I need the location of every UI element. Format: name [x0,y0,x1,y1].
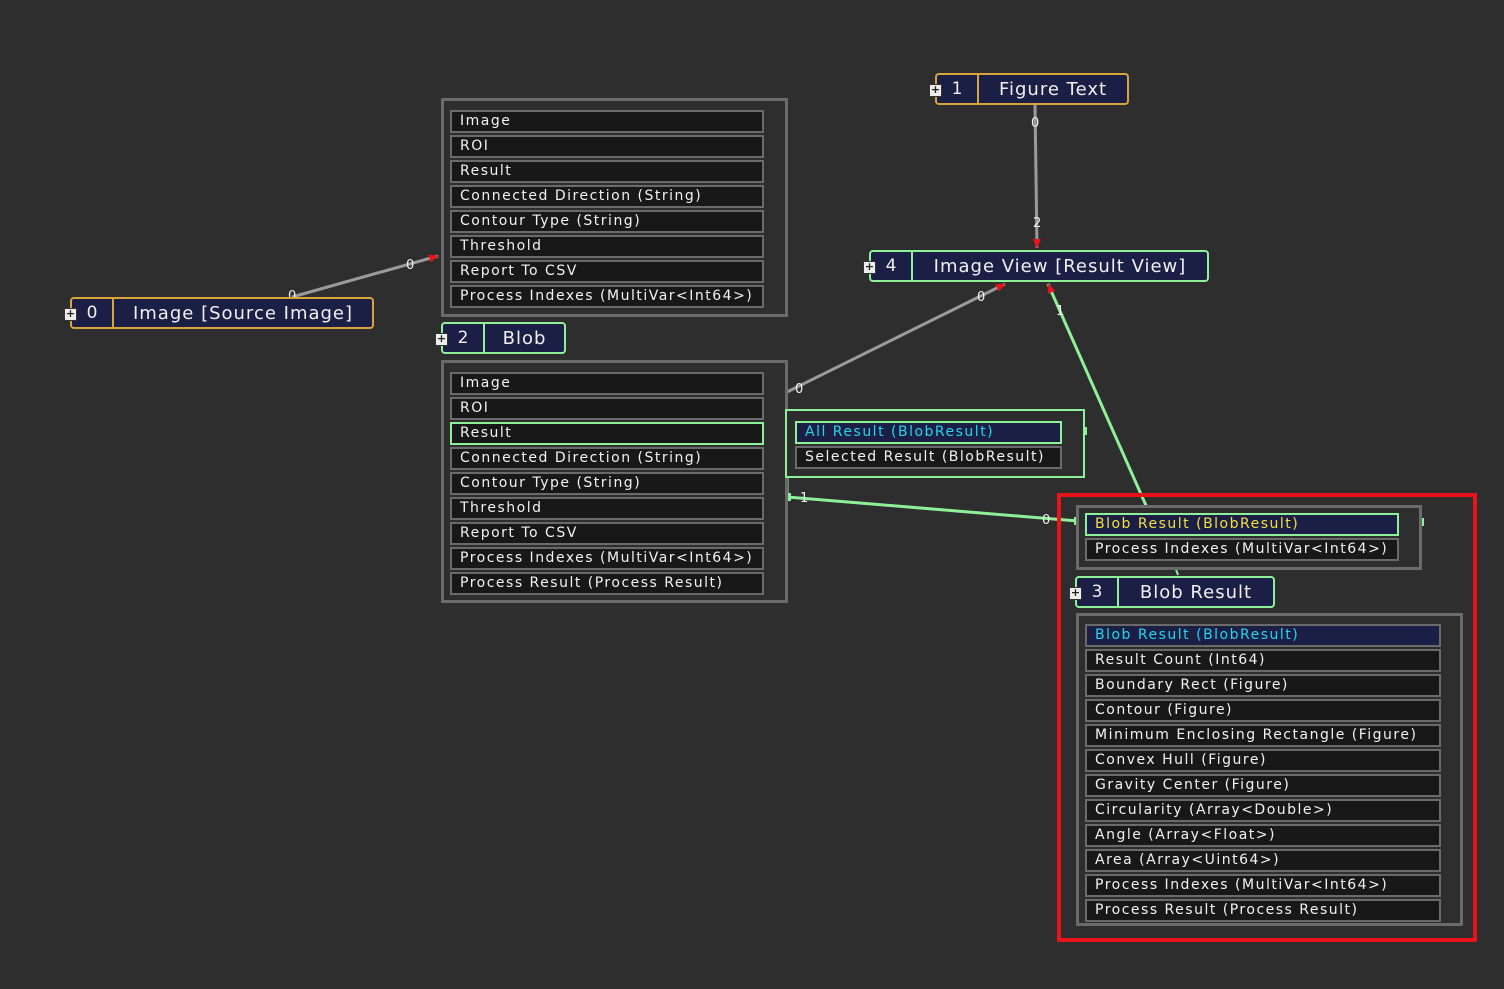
wire-label: 0 [977,290,985,305]
output-port[interactable]: Result Count (Int64) [1085,649,1441,672]
expand-icon[interactable]: + [1069,586,1082,600]
node-figure-text[interactable]: +1 Figure Text [929,73,1129,105]
input-port[interactable]: Result [450,160,764,183]
node-image-view[interactable]: +4 Image View [Result View] [863,250,1209,282]
expand-icon[interactable]: + [929,83,942,97]
output-port[interactable]: Process Indexes (MultiVar<Int64>) [450,547,764,570]
node-index: +2 [435,324,485,352]
output-port-blob-result[interactable]: Blob Result (BlobResult) [1085,624,1441,647]
wire-allresult-to-blobresult[interactable] [786,495,1079,523]
output-port[interactable]: ROI [450,397,764,420]
node-index: +1 [929,75,979,103]
node-blob[interactable]: +2 Blob [435,322,566,354]
wire-label: 0 [406,258,414,273]
node-index: +0 [64,299,114,327]
node-title: Figure Text [998,78,1108,100]
output-port[interactable]: Process Indexes (MultiVar<Int64>) [1085,874,1441,897]
output-port[interactable]: Image [450,372,764,395]
output-port[interactable]: Gravity Center (Figure) [1085,774,1441,797]
input-port[interactable]: Report To CSV [450,260,764,283]
node-source-image[interactable]: +0 Image [Source Image] [64,297,374,329]
input-port[interactable]: Threshold [450,235,764,258]
blob-input-panel: Image ROI Result Connected Direction (St… [441,98,788,317]
input-port[interactable]: Process Indexes (MultiVar<Int64>) [1085,538,1399,561]
output-port[interactable]: Process Result (Process Result) [1085,899,1441,922]
input-port[interactable]: ROI [450,135,764,158]
wire-blobresult-to-view[interactable] [1046,283,1150,511]
node-index: +4 [863,252,913,280]
wire-label: 0 [795,382,803,397]
wire-label: 1 [800,491,808,506]
node-title: Image [Source Image] [132,302,354,324]
output-port[interactable]: Circularity (Array<Double>) [1085,799,1441,822]
input-port[interactable]: Contour Type (String) [450,210,764,233]
output-port[interactable]: Connected Direction (String) [450,447,764,470]
wire-label: 2 [1033,216,1041,231]
node-index-label: 2 [457,328,469,348]
output-port[interactable]: Convex Hull (Figure) [1085,749,1441,772]
output-port[interactable]: Report To CSV [450,522,764,545]
blob-result-output-panel: Blob Result (BlobResult) Result Count (I… [1076,613,1463,926]
output-port[interactable]: Minimum Enclosing Rectangle (Figure) [1085,724,1441,747]
node-title: Blob [502,327,547,349]
subport-all-result[interactable]: All Result (BlobResult) [795,421,1062,444]
result-subport-panel: All Result (BlobResult) Selected Result … [785,409,1085,478]
wire-label: 1 [1056,304,1064,319]
node-index-label: 0 [86,303,98,323]
blob-output-panel: Image ROI Result Connected Direction (St… [441,360,788,603]
expand-icon[interactable]: + [64,307,77,321]
wire-label: 0 [288,289,296,304]
expand-icon[interactable]: + [435,332,448,346]
output-port[interactable]: Threshold [450,497,764,520]
wire-label: 0 [1042,513,1050,528]
wire-label: 0 [1031,116,1039,131]
wire-source-to-blob[interactable] [291,254,439,299]
expand-icon[interactable]: + [863,260,876,274]
output-port[interactable]: Contour (Figure) [1085,699,1441,722]
blob-result-input-panel: Blob Result (BlobResult) Process Indexes… [1076,505,1422,570]
output-port[interactable]: Area (Array<Uint64>) [1085,849,1441,872]
node-index-label: 3 [1091,582,1103,602]
wire-blobimage-to-view[interactable] [786,282,1006,394]
node-title: Blob Result [1139,581,1253,603]
node-index-label: 4 [885,256,897,276]
node-index-label: 1 [951,79,963,99]
input-port[interactable]: Image [450,110,764,133]
node-index: +3 [1069,578,1119,606]
input-port-blob-result[interactable]: Blob Result (BlobResult) [1085,513,1399,536]
input-port[interactable]: Connected Direction (String) [450,185,764,208]
output-port[interactable]: Contour Type (String) [450,472,764,495]
node-title: Image View [Result View] [933,255,1187,277]
output-port[interactable]: Boundary Rect (Figure) [1085,674,1441,697]
subport-selected-result[interactable]: Selected Result (BlobResult) [795,446,1062,469]
node-blob-result[interactable]: +3 Blob Result [1069,576,1275,608]
wire-figuretext-to-view[interactable] [1032,104,1041,249]
output-port[interactable]: Angle (Array<Float>) [1085,824,1441,847]
output-port-result[interactable]: Result [450,422,764,445]
input-port[interactable]: Process Indexes (MultiVar<Int64>) [450,285,764,308]
output-port[interactable]: Process Result (Process Result) [450,572,764,595]
highlight-box [1057,493,1477,942]
